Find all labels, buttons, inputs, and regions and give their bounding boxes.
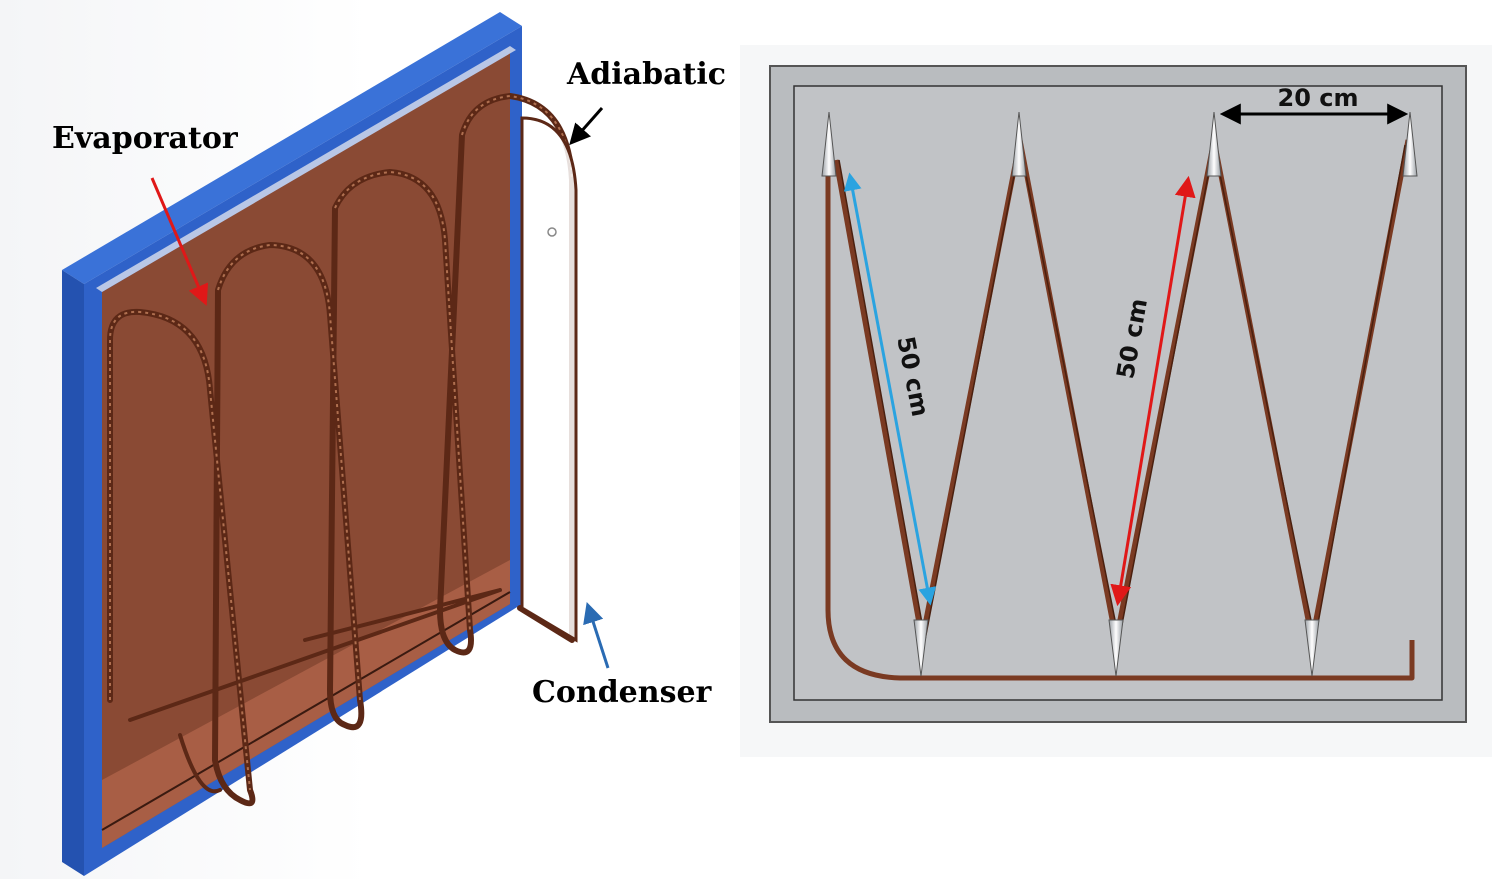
end-cap-bottom-3 bbox=[1304, 619, 1320, 677]
plate-bottom-strip bbox=[102, 560, 510, 848]
width-dimension-label: 20 cm bbox=[1278, 84, 1359, 112]
right-figure: 20 cm 50 cm 50 cm bbox=[740, 45, 1492, 757]
evaporator-arrow bbox=[150, 177, 209, 306]
condenser-label: Condenser bbox=[532, 675, 713, 710]
frame-left-face bbox=[62, 270, 84, 876]
plate-inner-edge bbox=[96, 46, 516, 292]
left-length-dimension-arrow bbox=[843, 172, 937, 606]
frame-top-face bbox=[62, 12, 522, 284]
condenser-arrow bbox=[583, 602, 610, 669]
condenser-port-icon bbox=[547, 227, 557, 237]
evaporator-tube-highlight bbox=[109, 94, 573, 791]
evaporator-label: Evaporator bbox=[52, 121, 239, 156]
end-cap-bottom-2 bbox=[1108, 619, 1124, 677]
end-cap-bottom-1 bbox=[913, 619, 929, 677]
end-cap-top-2 bbox=[1011, 111, 1027, 177]
tube-end-caps bbox=[821, 111, 1418, 677]
end-cap-top-1 bbox=[821, 111, 837, 177]
adiabatic-arrow bbox=[569, 107, 604, 146]
end-cap-top-4 bbox=[1402, 111, 1418, 177]
adiabatic-label: Adiabatic bbox=[566, 57, 726, 92]
condenser-outline bbox=[520, 116, 578, 643]
evaporator-tube bbox=[107, 93, 575, 807]
right-length-dimension-arrow bbox=[1110, 175, 1196, 607]
left-figure: Evaporator Adiabatic Condenser bbox=[0, 0, 740, 879]
end-cap-top-3 bbox=[1206, 111, 1222, 177]
